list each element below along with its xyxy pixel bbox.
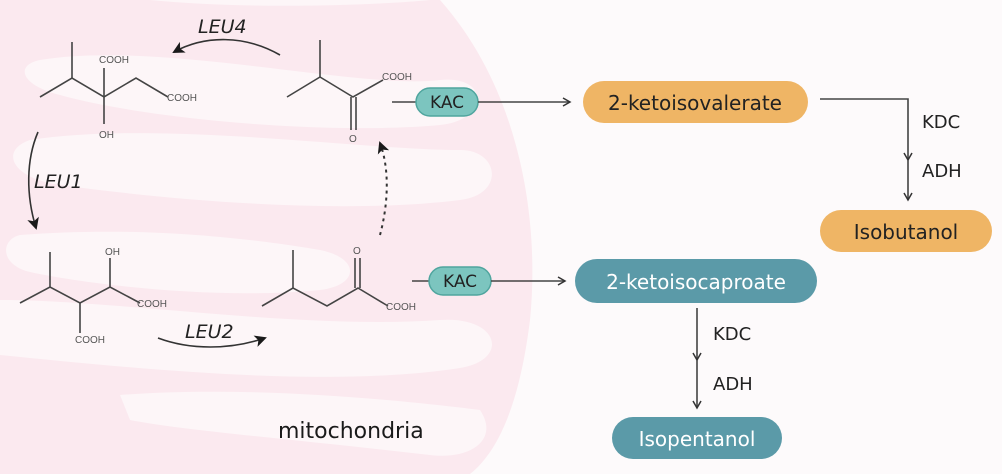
crista xyxy=(0,300,493,377)
group-cooh: COOH xyxy=(382,72,412,83)
molecule-isopropylmalate xyxy=(39,42,169,124)
kac-label: KAC xyxy=(443,272,477,292)
intermediate-ketoisocaproate: 2-ketoisocaproate xyxy=(575,259,817,303)
leu1-label: LEU1 xyxy=(34,171,83,193)
crista xyxy=(6,231,351,294)
leu4-arrow xyxy=(172,38,281,56)
step-adh: ADH xyxy=(922,161,962,182)
group-cooh: COOH xyxy=(75,335,105,346)
group-cooh: COOH xyxy=(386,302,416,313)
mitochondria-label: mitochondria xyxy=(278,419,424,444)
molecule-3-isopropylmalate xyxy=(19,252,141,333)
leu2-label: LEU2 xyxy=(185,321,234,343)
mitochondria xyxy=(0,0,533,474)
svg-text:Isobutanol: Isobutanol xyxy=(854,220,959,244)
leu1-arrow xyxy=(27,131,39,230)
svg-text:Isopentanol: Isopentanol xyxy=(639,427,756,451)
group-cooh: COOH xyxy=(167,93,197,104)
svg-text:2-ketoisocaproate: 2-ketoisocaproate xyxy=(606,270,786,294)
svg-text:2-ketoisovalerate: 2-ketoisovalerate xyxy=(608,91,782,115)
group-oh: OH xyxy=(99,130,114,141)
leu4-label: LEU4 xyxy=(198,16,247,38)
molecule-ketoisocaproate xyxy=(261,250,389,307)
leu2-arrow xyxy=(157,335,267,348)
kac-transporter: KAC xyxy=(428,266,492,296)
crista xyxy=(120,391,487,456)
group-cooh: COOH xyxy=(99,55,129,66)
dotted-arrow xyxy=(377,141,390,236)
crista xyxy=(24,55,478,129)
product-isobutanol: Isobutanol xyxy=(820,210,992,252)
crista xyxy=(13,133,492,207)
crista xyxy=(150,0,430,6)
intermediate-ketoisovalerate: 2-ketoisovalerate xyxy=(583,81,808,123)
group-o: O xyxy=(353,246,361,257)
product-isopentanol: Isopentanol xyxy=(612,417,782,459)
group-oh: OH xyxy=(105,247,120,258)
step-kdc: KDC xyxy=(922,112,960,133)
pathway-connector xyxy=(820,98,913,162)
kac-label: KAC xyxy=(430,93,464,113)
group-cooh: COOH xyxy=(137,299,167,310)
molecule-ketoisovalerate xyxy=(286,40,384,130)
kac-transporter: KAC xyxy=(415,87,479,117)
step-kdc: KDC xyxy=(713,324,751,345)
step-adh: ADH xyxy=(713,374,753,395)
group-o: O xyxy=(349,134,357,145)
